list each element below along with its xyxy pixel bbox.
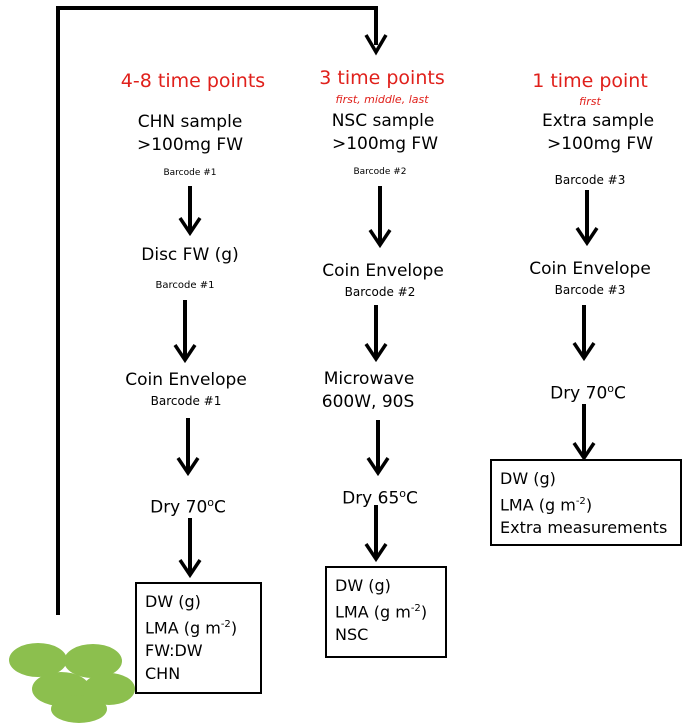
result-dw: DW (g): [500, 469, 556, 488]
col1-arrow-3: [176, 418, 200, 477]
col2-arrow-1: [368, 186, 392, 249]
col3-arrow-3: [572, 404, 596, 462]
col3-arrow-1: [575, 190, 599, 247]
col2-step-microwave: Microwave: [323, 369, 415, 389]
col2-results-box: DW (g) LMA (g m-2) NSC: [325, 566, 447, 658]
col1-step-envelope: Coin Envelope: [125, 370, 247, 390]
leaf-discs-icon: [9, 643, 135, 723]
loop-back-line: [56, 6, 378, 615]
col2-arrow-3: [366, 420, 390, 477]
result-fw-dw: FW:DW: [145, 641, 203, 661]
result-chn: CHN: [145, 664, 181, 684]
col2-arrow-2: [364, 305, 388, 363]
col1-arrow-4: [178, 518, 202, 579]
col2-sample-mass: >100mg FW: [331, 134, 439, 154]
down-arrow-icon: [364, 34, 388, 56]
col2-step-envelope: Coin Envelope: [322, 261, 444, 281]
col1-sample-mass: >100mg FW: [136, 135, 244, 155]
col1-step-dry: Dry 70oC: [150, 496, 226, 518]
col1-arrow-2: [173, 300, 197, 364]
result-nsc: NSC: [335, 625, 369, 645]
col3-barcode-a: Barcode #3: [554, 173, 626, 187]
col3-sample-mass: >100mg FW: [546, 134, 654, 154]
result-dw: DW (g): [145, 592, 201, 611]
col1-results-box: DW (g) LMA (g m-2) FW:DW CHN: [135, 582, 262, 694]
col1-header: 4-8 time points: [120, 70, 266, 92]
col1-step-disc: Disc FW (g): [141, 245, 239, 265]
col2-step-dry: Dry 65oC: [342, 487, 418, 509]
col2-header: 3 time points: [319, 67, 445, 89]
result-extra: Extra measurements: [500, 518, 668, 538]
result-lma: LMA (g m-2): [335, 602, 428, 622]
col3-step-dry: Dry 70oC: [550, 382, 626, 404]
col2-sample-name: NSC sample: [331, 111, 435, 131]
col3-results-box: DW (g) LMA (g m-2) Extra measurements: [490, 459, 682, 546]
col3-barcode-b: Barcode #3: [554, 283, 626, 297]
col2-barcode-b: Barcode #2: [344, 285, 416, 299]
col2-barcode-a: Barcode #2: [353, 167, 407, 177]
col2-arrow-4: [364, 505, 388, 563]
col3-arrow-2: [572, 305, 596, 362]
col3-header: 1 time point: [532, 70, 648, 92]
col1-sample-name: CHN sample: [137, 112, 243, 132]
col1-arrow-1: [178, 186, 202, 237]
result-lma: LMA (g m-2): [145, 618, 238, 638]
col1-barcode-c: Barcode #1: [150, 394, 222, 408]
col2-subheader: first, middle, last: [335, 93, 429, 106]
result-lma: LMA (g m-2): [500, 495, 593, 515]
result-dw: DW (g): [335, 576, 391, 595]
col1-barcode-b: Barcode #1: [155, 280, 215, 291]
col3-sample-name: Extra sample: [541, 111, 655, 131]
col3-subheader: first: [579, 95, 601, 108]
col3-step-envelope: Coin Envelope: [529, 259, 651, 279]
col2-step-microwave-settings: 600W, 90S: [321, 392, 415, 412]
col1-barcode-a: Barcode #1: [163, 168, 217, 178]
